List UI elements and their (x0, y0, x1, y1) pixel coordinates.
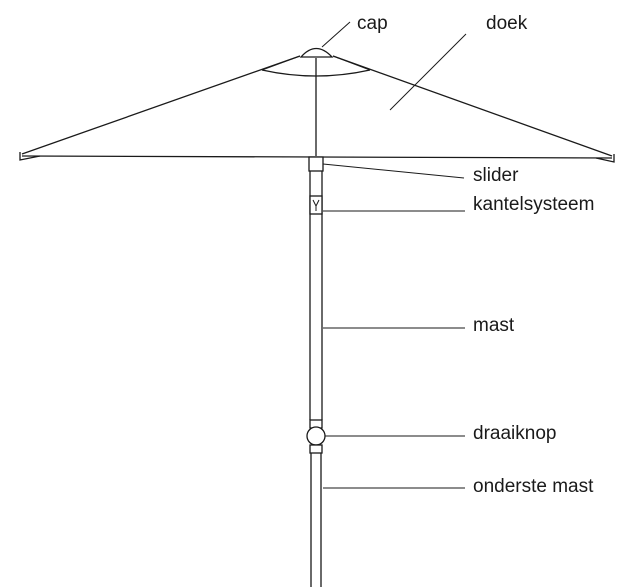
leader-lines (321, 21, 467, 489)
slider-part (308, 156, 324, 172)
label-draaiknop: draaiknop (473, 423, 556, 444)
leader-slider (322, 163, 465, 179)
label-onderste-mast: onderste mast (473, 476, 594, 497)
label-cap: cap (357, 13, 388, 34)
tilt-mechanism (309, 195, 323, 215)
lower-mast (310, 453, 322, 587)
turn-knob (306, 419, 326, 454)
cap-part (299, 47, 334, 58)
label-mast: mast (473, 315, 515, 336)
leader-cap (321, 21, 351, 48)
label-kantelsysteem: kantelsysteem (473, 194, 594, 215)
leader-doek (389, 33, 467, 111)
label-doek: doek (486, 13, 528, 34)
canopy (19, 55, 615, 163)
label-slider: slider (473, 165, 519, 186)
